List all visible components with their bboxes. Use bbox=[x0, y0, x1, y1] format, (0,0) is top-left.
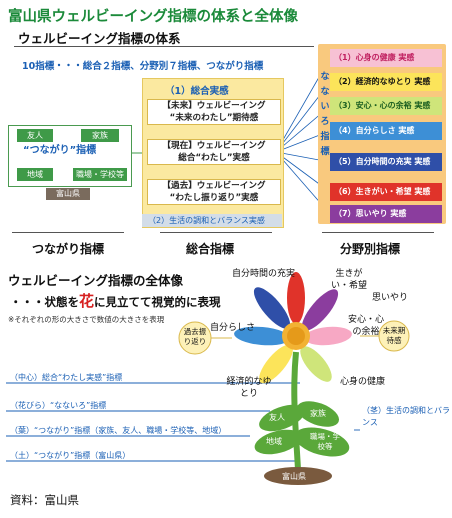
sogo-item-present-line1: 【現在】ウェルビーイング bbox=[162, 141, 266, 151]
nanairo-vertical-char: い bbox=[320, 102, 330, 112]
sogo-item-present: 【現在】ウェルビーイング 総合“わたし”実感 bbox=[147, 139, 281, 165]
source-label: 資料：富山県 bbox=[10, 493, 79, 507]
sogo-item-future-line1: 【未来】ウェルビーイング bbox=[162, 101, 266, 111]
sogo-item-past-line1: 【過去】ウェルビーイング bbox=[162, 181, 266, 191]
tsunagari-center-label: “つながり”指標 bbox=[23, 145, 97, 156]
sogo-item-future: 【未来】ウェルビーイング “未来のわたし”期待感 bbox=[147, 99, 281, 125]
sogo-foot: （2）生活の調和とバランス実感 bbox=[142, 214, 282, 227]
nanairo-item: （1）心身の健康 実感 bbox=[330, 49, 442, 67]
nanairo-vertical-char: 標 bbox=[320, 147, 330, 157]
nanairo-item: （5）自分時間の充実 実感 bbox=[330, 153, 442, 171]
sogo-item-past-line2: “わたし振り返り”実感 bbox=[169, 193, 259, 203]
overview-desc-hana: 花 bbox=[79, 292, 95, 310]
sogo-head: （1）総合実感 bbox=[165, 86, 229, 97]
nanairo-item: （3）安心・心の余裕 実感 bbox=[330, 97, 442, 115]
tsunagari-cell-work: 職場・学校等 bbox=[73, 168, 127, 181]
tsunagari-base-toyama: 富山県 bbox=[46, 188, 90, 200]
overview-note: ※それぞれの形の大きさで数値の大きさを表現 bbox=[8, 315, 165, 324]
row-label-petals: （花びら）“なないろ”指標 bbox=[10, 401, 107, 410]
system-summary: 10指標・・・総合２指標、分野別７指標、つながり指標 bbox=[22, 61, 264, 72]
tsunagari-cell-family: 家族 bbox=[81, 129, 119, 142]
nanairo-item: （4）自分らしさ 実感 bbox=[330, 122, 442, 140]
sogo-item-past: 【過去】ウェルビーイング “わたし振り返り”実感 bbox=[147, 179, 281, 205]
nanairo-item: （6）生きがい・希望 実感 bbox=[330, 183, 442, 201]
nanairo-item: （7）思いやり 実感 bbox=[330, 205, 442, 223]
petal-label-omoiyari: 思いやり bbox=[372, 293, 409, 303]
tsunagari-cell-region: 地域 bbox=[17, 168, 53, 181]
overview-desc-pre: ・・・状態を bbox=[10, 295, 79, 309]
sogo-panel: （1）総合実感 【未来】ウェルビーイング “未来のわたし”期待感 【現在】ウェル… bbox=[142, 78, 284, 228]
page-title: 富山県ウェルビーイング指標の体系と全体像 bbox=[8, 9, 298, 25]
petal-label-jibun-jikan: 自分時間の充実 bbox=[232, 269, 296, 279]
leaf-label-family: 家族 bbox=[310, 409, 326, 418]
heading-underline bbox=[14, 46, 314, 47]
tsunagari-cell-friend: 友人 bbox=[17, 129, 53, 142]
nanairo-item: （2）経済的なゆとり 実感 bbox=[330, 73, 442, 91]
category-divider bbox=[160, 232, 272, 233]
sogo-item-future-line2: “未来のわたし”期待感 bbox=[169, 113, 259, 123]
petal-label-keizai: 経済的なゆとり bbox=[226, 377, 272, 399]
stem-label: （茎）生活の調和とバランス bbox=[362, 406, 450, 427]
row-label-leaves: （葉）“つながり”指標（家族、友人、職場・学校等、地域） bbox=[10, 426, 227, 435]
petal-label-jibunrashisa: 自分らしさ bbox=[210, 323, 256, 333]
system-heading: ウェルビーイング指標の体系 bbox=[18, 31, 181, 46]
nanairo-vertical-char: な bbox=[320, 72, 330, 82]
nanairo-vertical-label: な な い ろ 指 標 bbox=[320, 70, 330, 160]
overview-description: ・・・状態を花に見立てて視覚的に表現 bbox=[10, 290, 221, 311]
soil-label: 富山県 bbox=[282, 472, 306, 481]
past-bubble-label: 過去振り返り bbox=[183, 327, 207, 346]
petal-label-anshin: 安心・心の余裕 bbox=[347, 315, 384, 337]
nanairo-vertical-char: ろ bbox=[320, 117, 330, 127]
sogo-item-present-line2: 総合“わたし”実感 bbox=[178, 153, 250, 163]
tsunagari-box: 友人 家族 “つながり”指標 地域 職場・学校等 bbox=[8, 125, 132, 187]
overview-heading: ウェルビーイング指標の全体像 bbox=[8, 273, 184, 288]
nanairo-vertical-char: 指 bbox=[320, 132, 330, 142]
leaf-label-work: 職場・学校等 bbox=[310, 432, 340, 451]
petal-label-shinshin: 心身の健康 bbox=[340, 377, 386, 387]
leaf-label-friend: 友人 bbox=[269, 413, 285, 422]
overview-desc-post: に見立てて視覚的に表現 bbox=[94, 295, 221, 309]
petal-label-ikigai: 生きがい・希望 bbox=[330, 269, 367, 291]
category-divider bbox=[12, 232, 124, 233]
category-sogo: 総合指標 bbox=[186, 242, 235, 256]
category-divider bbox=[322, 232, 434, 233]
row-label-soil: （土）“つながり”指標（富山県） bbox=[10, 451, 131, 460]
nanairo-vertical-char: な bbox=[320, 87, 330, 97]
future-bubble-label: 未来期待感 bbox=[382, 326, 406, 345]
category-tsunagari: つながり指標 bbox=[32, 242, 105, 256]
category-nanairo: 分野別指標 bbox=[340, 242, 401, 256]
leaf-label-region: 地域 bbox=[266, 437, 282, 446]
row-label-center: （中心）総合“わたし実感”指標 bbox=[10, 373, 123, 382]
